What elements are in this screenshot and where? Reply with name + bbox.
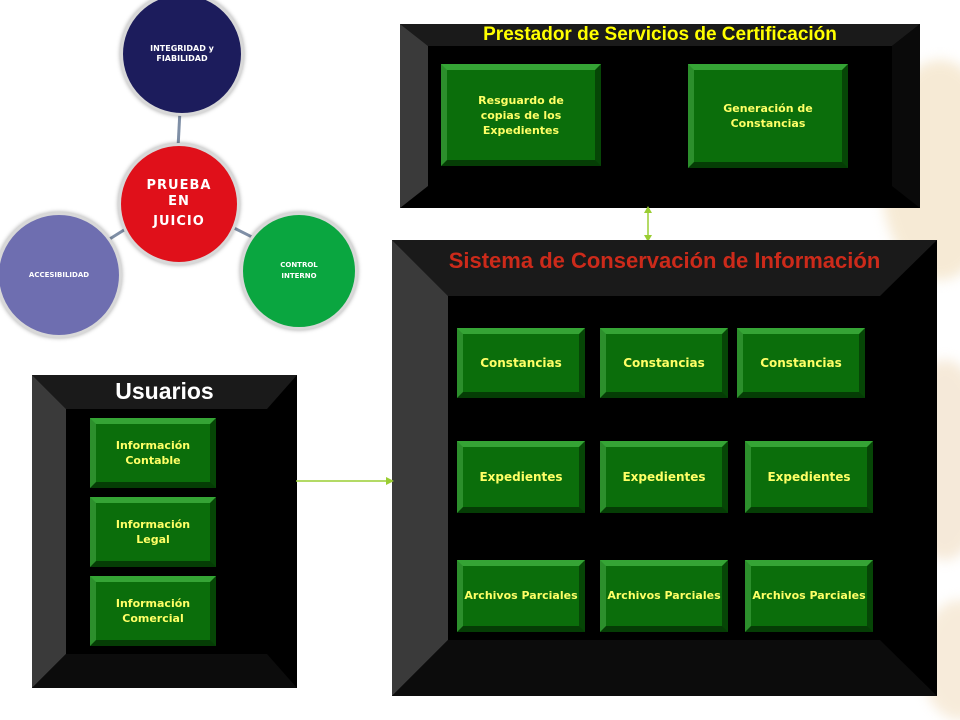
circle-control-interno: CONTROL INTERNO [240, 212, 358, 330]
usuarios-title: Usuarios [115, 378, 214, 404]
circle-center-label-3: JUICIO [153, 214, 205, 229]
usuarios-box-comercial-line1: Información [115, 597, 191, 610]
circle-integridad-fiabilidad: INTEGRIDAD y FIABILIDAD [120, 0, 244, 116]
prestador-box-resguardo: Resguardo de copias de los Expedientes [441, 64, 601, 166]
sistema-title: Sistema de Conservación de Información [448, 248, 881, 273]
usuarios-box-legal-line1: Información [115, 518, 191, 531]
sistema-box-constancias-1: Constancias [457, 328, 585, 398]
sistema-box-label: Archivos Parciales [752, 589, 866, 602]
usuarios-box-legal-line2: Legal [136, 533, 170, 546]
sistema-box-label: Constancias [760, 356, 842, 370]
sistema-box-constancias-2: Constancias [600, 328, 728, 398]
sistema-box-archivos-3: Archivos Parciales [745, 560, 873, 632]
double-arrow-vertical [644, 206, 652, 242]
sistema-box-archivos-1: Archivos Parciales [457, 560, 585, 632]
circle-center-label-1: PRUEBA [146, 178, 212, 193]
prestador-box-generacion-line1: Generación de [723, 102, 813, 115]
prestador-box-generacion: Generación de Constancias [688, 64, 848, 168]
prestador-box-resguardo-line2: copias de los [480, 108, 562, 122]
circle-top-label-1: INTEGRIDAD y [150, 44, 214, 53]
prestador-box-resguardo-line1: Resguardo de [478, 93, 564, 107]
sistema-box-label: Archivos Parciales [464, 589, 578, 602]
sistema-box-expedientes-1: Expedientes [457, 441, 585, 513]
usuarios-box-contable: Información Contable [90, 418, 216, 488]
arrow-usuarios-to-sistema [296, 477, 394, 485]
circle-accesibilidad: ACCESIBILIDAD [0, 212, 122, 338]
prestador-bevel [400, 24, 920, 208]
sistema-box-label: Expedientes [479, 470, 563, 484]
usuarios-box-contable-line2: Contable [125, 454, 181, 467]
sistema-box-archivos-2: Archivos Parciales [600, 560, 728, 632]
usuarios-box-contable-line1: Información [115, 439, 191, 452]
prestador-box-generacion-line2: Constancias [730, 117, 806, 130]
circle-top-label-2: FIABILIDAD [156, 54, 208, 63]
prestador-panel: Prestador de Servicios de Certificación [400, 24, 920, 208]
sistema-box-label: Archivos Parciales [607, 589, 721, 602]
sistema-box-expedientes-3: Expedientes [745, 441, 873, 513]
sistema-box-expedientes-2: Expedientes [600, 441, 728, 513]
usuarios-bevel [32, 375, 297, 688]
usuarios-box-comercial: Información Comercial [90, 576, 216, 646]
circle-right-label-2: INTERNO [281, 272, 317, 280]
sistema-box-label: Constancias [623, 356, 705, 370]
sistema-box-label: Constancias [480, 356, 562, 370]
usuarios-box-comercial-line2: Comercial [122, 612, 184, 625]
sistema-box-label: Expedientes [767, 470, 851, 484]
sistema-box-label: Expedientes [622, 470, 706, 484]
usuarios-box-legal: Información Legal [90, 497, 216, 567]
circle-right-label-1: CONTROL [280, 261, 318, 269]
prestador-title: Prestador de Servicios de Certificación [483, 24, 837, 45]
circle-center-label-2: EN [168, 194, 190, 209]
prestador-box-resguardo-line3: Expedientes [482, 123, 560, 137]
sistema-bevel [392, 240, 937, 696]
circle-prueba-en-juicio: PRUEBA EN JUICIO [118, 143, 240, 265]
sistema-box-constancias-3: Constancias [737, 328, 865, 398]
circle-left-label: ACCESIBILIDAD [28, 271, 90, 279]
